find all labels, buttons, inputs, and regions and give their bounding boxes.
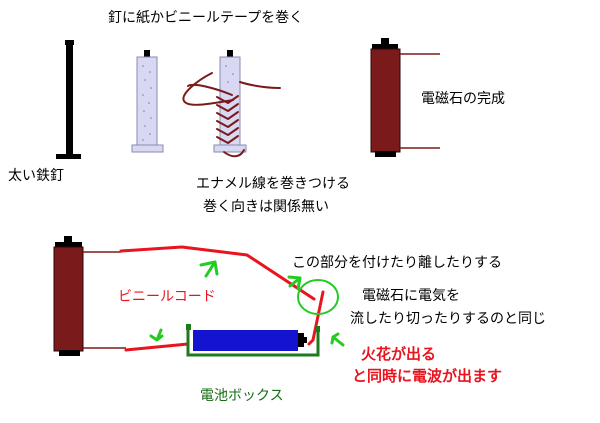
green-arrow-icon: [330, 332, 345, 347]
label-same-as-line1: 電磁石に電気を: [362, 288, 460, 304]
battery-box: [186, 324, 320, 357]
label-wind-enamel-wire: エナメル線を巻きつける: [196, 176, 350, 192]
contact-point-circle: [297, 279, 339, 315]
label-vinyl-cord: ビニールコード: [118, 289, 216, 305]
green-arrow-icon: [287, 275, 302, 291]
label-battery-box: 電池ボックス: [200, 388, 284, 404]
title-wrap-nail: 釘に紙かビニールテープを巻く: [108, 10, 304, 26]
green-arrow-icon: [149, 328, 164, 342]
label-spark: 火花が出る: [361, 345, 437, 363]
finished-electromagnet: [370, 38, 440, 157]
winding-nail: [182, 50, 281, 158]
circuit-electromagnet: [53, 236, 84, 356]
green-arrow-icon: [199, 260, 219, 278]
label-electromagnet-done: 電磁石の完成: [421, 91, 505, 107]
label-touch-part: この部分を付けたり離したりする: [292, 255, 502, 271]
green-arrow-icons: [149, 260, 345, 347]
label-same-as-line2: 流したり切ったりするのと同じ: [350, 311, 546, 327]
vinyl-cord: [119, 245, 325, 352]
enamel-wire-ends: [83, 251, 126, 349]
iron-nail: [56, 40, 81, 159]
taped-nail: [131, 50, 164, 153]
label-thick-iron-nail: 太い鉄釘: [8, 168, 64, 184]
label-direction-irrelevant: 巻く向きは関係無い: [203, 199, 329, 215]
label-radio-wave: と同時に電波が出ます: [352, 367, 503, 385]
